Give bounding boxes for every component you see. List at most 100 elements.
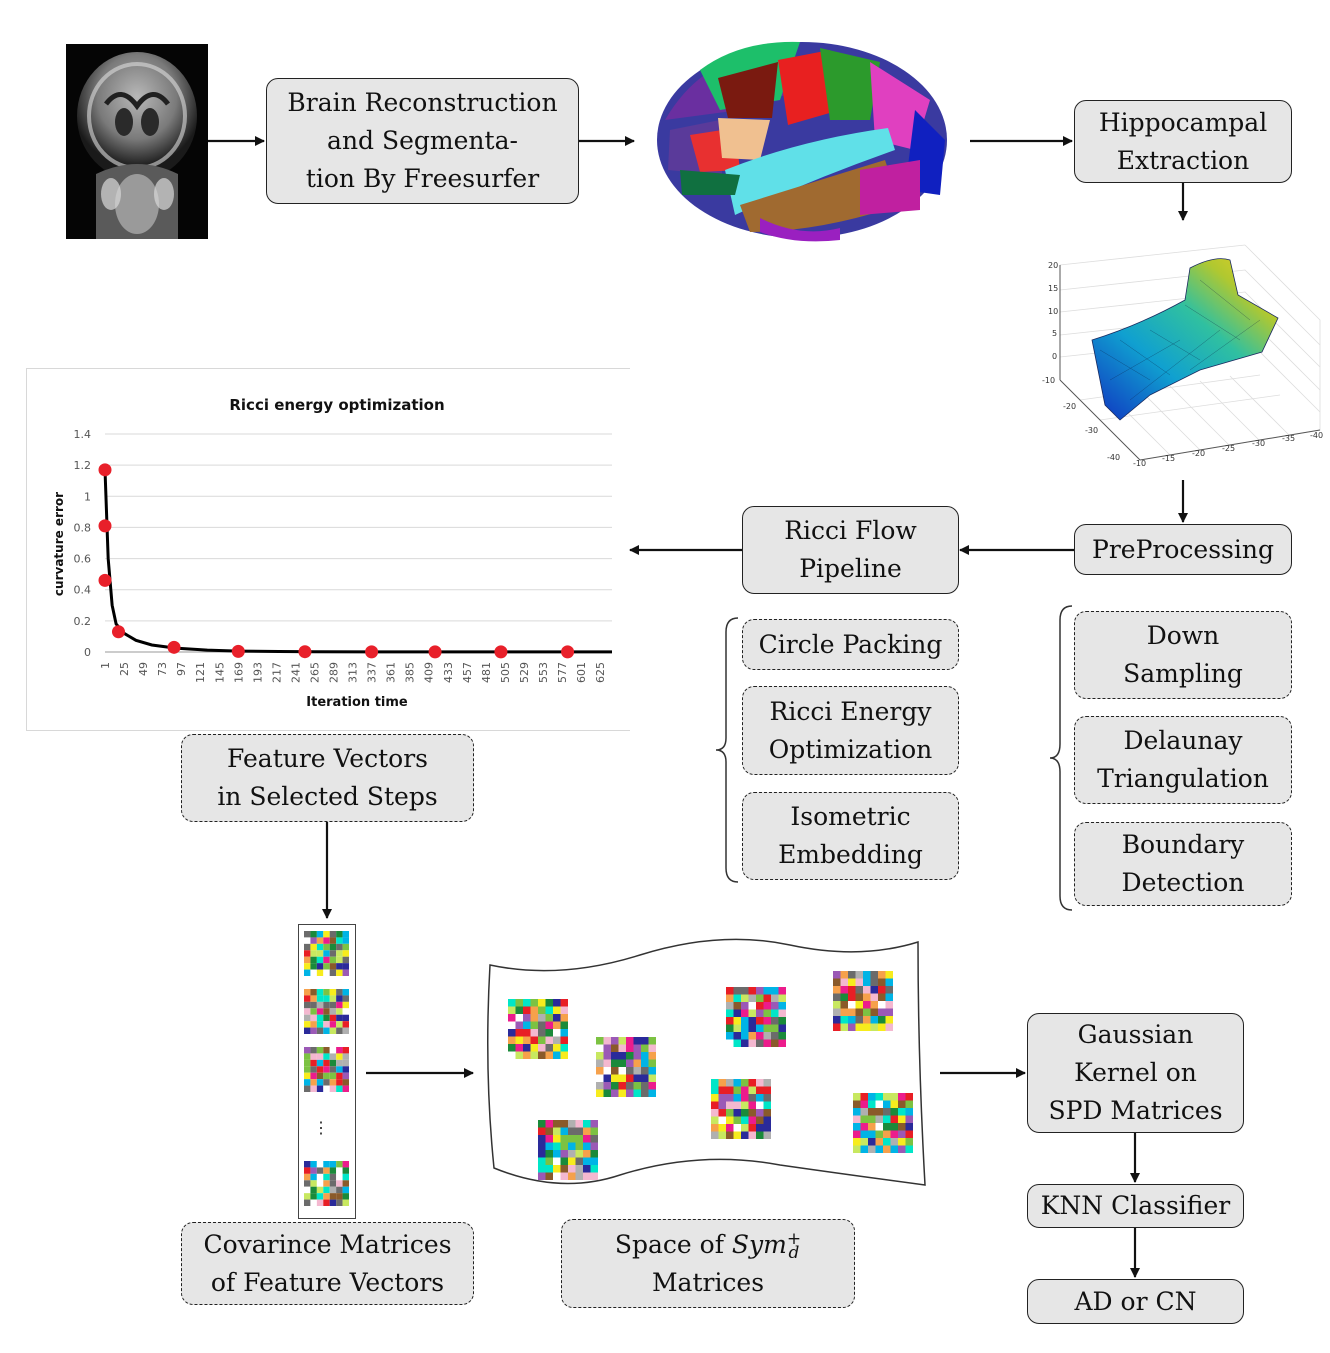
matrix-cell <box>538 1135 546 1143</box>
matrix-cell <box>726 1032 734 1040</box>
matrix-cell <box>741 1017 749 1025</box>
matrix-cell <box>905 1100 913 1108</box>
matrix-cell <box>304 956 311 964</box>
matrix-cell <box>863 1016 871 1024</box>
x-tick-label: 1 <box>99 662 112 669</box>
matrix-cell <box>756 1124 764 1132</box>
matrix-cell <box>323 931 330 938</box>
matrix-cell <box>560 1014 568 1022</box>
matrix-cell <box>575 1172 583 1180</box>
box-line: and Segmenta- <box>327 126 518 155</box>
matrix-cell <box>611 1089 619 1097</box>
knn-classifier-box: KNN Classifier <box>1027 1184 1244 1228</box>
matrix-cell <box>590 1172 598 1180</box>
matrix-cell <box>726 1124 734 1132</box>
matrix-cell <box>336 1085 343 1092</box>
matrix-cell <box>590 1135 598 1143</box>
matrix-cell <box>568 1127 576 1135</box>
matrix-cell <box>590 1142 598 1150</box>
matrix-cell <box>853 1108 861 1116</box>
matrix-cell <box>545 1150 553 1158</box>
matrix-cell <box>870 971 878 979</box>
matrix-cell <box>323 950 330 957</box>
matrix-cell <box>855 1023 863 1031</box>
matrix-cell <box>336 1173 343 1181</box>
matrix-cell <box>583 1142 591 1150</box>
matrix-cell <box>863 971 871 979</box>
matrix-cell <box>611 1074 619 1082</box>
matrix-cell <box>310 1059 317 1067</box>
matrix-cell <box>329 1079 337 1086</box>
matrix-cell <box>545 1172 553 1180</box>
matrix-cell <box>641 1044 649 1052</box>
matrix-cell <box>329 1199 337 1206</box>
matrix-cell <box>316 969 324 976</box>
matrix-cell <box>633 1059 641 1067</box>
svg-text:-35: -35 <box>1282 434 1295 443</box>
matrix-cell <box>878 971 886 979</box>
data-point <box>298 645 312 659</box>
matrix-cell <box>323 989 330 996</box>
matrix-cell <box>756 1039 764 1047</box>
matrix-cell <box>883 1108 891 1116</box>
matrix-cell <box>641 1089 649 1097</box>
matrix-cell <box>748 1017 756 1025</box>
matrix-cell <box>310 1079 317 1086</box>
matrix-cell <box>523 1029 531 1037</box>
matrix-cell <box>603 1044 611 1052</box>
x-tick-label: 49 <box>137 662 150 676</box>
chart-panel <box>26 368 630 731</box>
matrix-cell <box>310 1021 317 1028</box>
matrix-cell <box>342 1085 349 1092</box>
matrix-cell <box>883 1093 891 1101</box>
box-line: SPD Matrices <box>1048 1096 1223 1125</box>
x-tick-label: 169 <box>232 662 245 683</box>
matrix-cell <box>530 999 538 1007</box>
matrix-cell <box>626 1082 634 1090</box>
matrix-cell <box>568 1172 576 1180</box>
matrix-cell <box>756 1002 764 1010</box>
matrix-cell <box>304 995 311 1002</box>
matrix-cell <box>878 993 886 1001</box>
x-tick-label: 457 <box>461 662 474 683</box>
matrix-cell <box>583 1127 591 1135</box>
matrix-cell <box>515 1014 523 1022</box>
matrix-cell <box>626 1074 634 1082</box>
matrix-cell <box>560 1157 568 1165</box>
matrix-cell <box>868 1123 876 1131</box>
matrix-cell <box>329 1173 337 1181</box>
matrix-cell <box>733 1002 741 1010</box>
box-line: Down <box>1146 621 1220 650</box>
matrix-cell <box>336 1180 343 1187</box>
matrix-cell <box>310 1027 317 1034</box>
matrix-cell <box>538 1006 546 1014</box>
matrix-cell <box>508 1036 516 1044</box>
x-tick-label: 529 <box>518 662 531 683</box>
matrix-cell <box>329 1014 337 1022</box>
matrix-cell <box>553 1135 561 1143</box>
matrix-cell <box>741 1009 749 1017</box>
matrix-cell <box>726 1024 734 1032</box>
matrix-cell <box>316 1047 324 1054</box>
matrix-cell <box>323 1186 330 1194</box>
matrix-cell <box>304 1085 311 1092</box>
brain-segmentation-image <box>657 41 947 242</box>
matrix-cell <box>323 1079 330 1086</box>
matrix-cell <box>342 1199 349 1206</box>
matrix-cell <box>733 1039 741 1047</box>
matrix-cell <box>641 1074 649 1082</box>
matrix-cell <box>323 1027 330 1034</box>
matrix-cell <box>329 1008 337 1015</box>
matrix-cell <box>310 1180 317 1187</box>
matrix-cell <box>545 1044 553 1052</box>
matrix-cell <box>575 1142 583 1150</box>
x-tick-label: 577 <box>556 662 569 683</box>
matrix-cell <box>304 1021 311 1028</box>
matrix-cell <box>304 1001 311 1009</box>
matrix-cell <box>618 1044 626 1052</box>
matrix-cell <box>741 1086 749 1094</box>
matrix-cell <box>304 1053 311 1060</box>
matrix-cell <box>898 1115 906 1123</box>
matrix-cell <box>515 1021 523 1029</box>
